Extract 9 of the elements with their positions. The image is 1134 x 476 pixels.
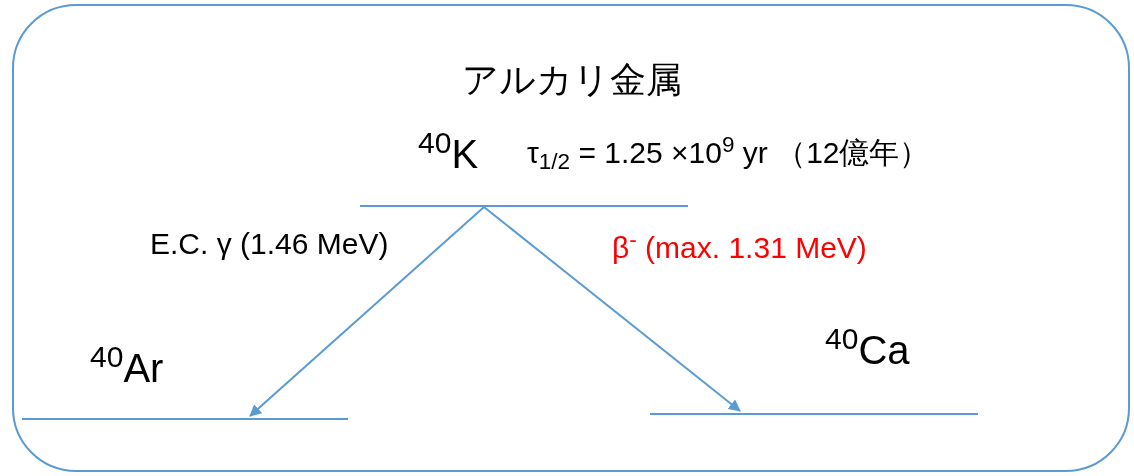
nuclide-label: $^{40}$Ar — [90, 348, 164, 388]
nuclide-label: $^{40}$Ca — [825, 330, 910, 370]
element-group-label: アルカリ金属 — [462, 62, 682, 98]
nuclide-label: $^{40}$K — [418, 134, 479, 174]
decay-arrow — [249, 206, 485, 417]
edge-label: E.C. γ (1.46 MeV) — [150, 226, 390, 262]
edge-label: β$^{-}$ (max. 1.31 MeV) — [612, 226, 868, 266]
half-life-label: τ$_{1/2}$ = 1.25 ×10$^{9}$ yr （12億年） — [527, 138, 930, 168]
decay-arrow — [483, 206, 741, 412]
